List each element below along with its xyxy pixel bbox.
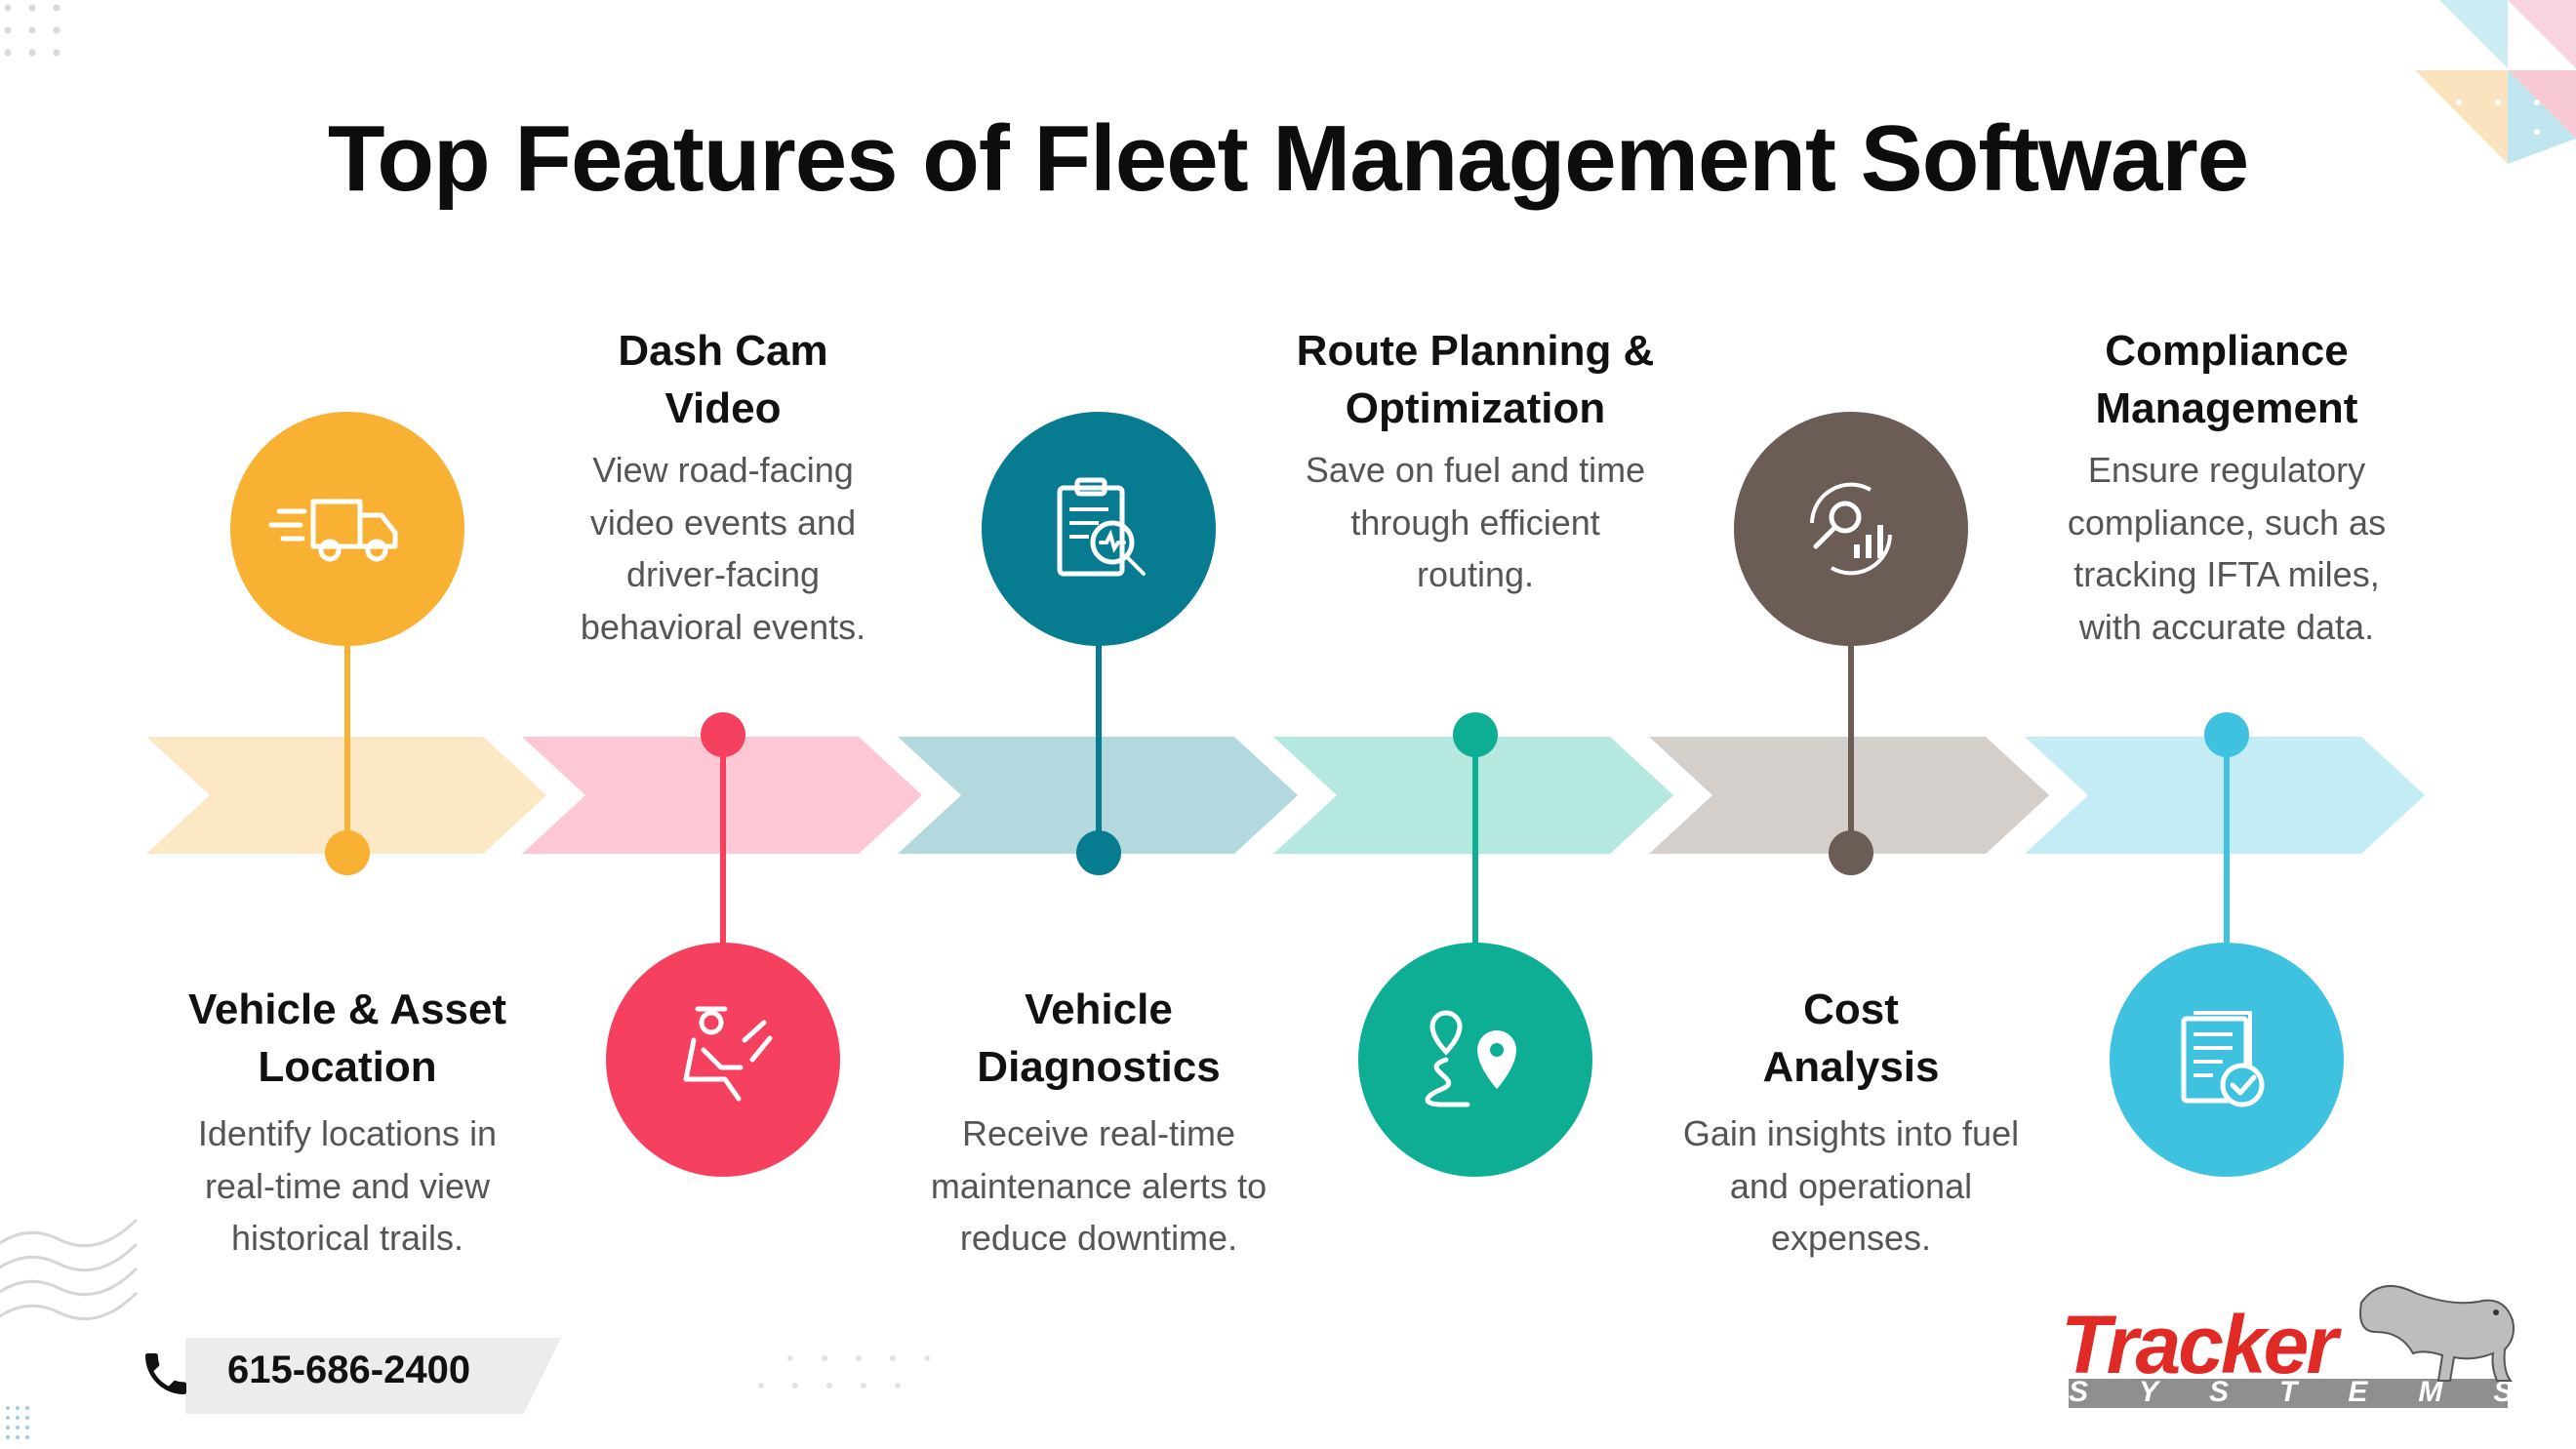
- feature-title-line: Analysis: [1762, 1043, 1940, 1091]
- feature-title-line: Compliance: [2105, 327, 2349, 375]
- feature-description-line: driver-facing: [625, 554, 821, 594]
- feature-description-line: Ensure regulatory: [2087, 450, 2366, 490]
- analytics-chart-icon: [1810, 482, 1892, 576]
- feature-icon-circle-4: [1358, 943, 1592, 1177]
- stem-dot-1: [325, 830, 370, 875]
- feature-description-1: Identify locations in real-time and view h…: [142, 1107, 552, 1265]
- feature-title-line: Video: [664, 384, 782, 432]
- feature-icon-circle-6: [2110, 943, 2344, 1177]
- feature-description-5: Gain insights into fuel and operational ex…: [1646, 1107, 2056, 1265]
- feature-icon-circle-2: [606, 943, 840, 1177]
- feature-title-4: Route Planning & Optimization: [1270, 322, 1680, 437]
- contact-band: [185, 1338, 561, 1414]
- feature-description-line: expenses.: [1770, 1218, 1932, 1258]
- feature-description-line: Identify locations in: [197, 1113, 498, 1153]
- feature-title-line: Vehicle & Asset: [187, 986, 507, 1033]
- feature-description-6: Ensure regulatory compliance, such as trac…: [2022, 444, 2432, 653]
- feature-description-line: historical trails.: [230, 1218, 464, 1258]
- delivery-truck-icon: [268, 499, 398, 562]
- feature-title-line: Location: [258, 1043, 437, 1091]
- stem-dot-3: [1076, 830, 1121, 875]
- feature-description-line: Receive real-time: [961, 1113, 1236, 1153]
- page-title: Top Features of Fleet Management Softwar…: [327, 106, 2249, 211]
- stem-dot-5: [1829, 830, 1873, 875]
- feature-description-line: tracking IFTA miles,: [2073, 554, 2380, 594]
- feature-icon-circle-1: [230, 412, 464, 646]
- feature-description-line: through efficient: [1350, 502, 1600, 543]
- stem-dot-2: [701, 712, 745, 757]
- feature-title-line: Route Planning &: [1296, 327, 1655, 375]
- decor-bottom-left-dots: [6, 1406, 29, 1439]
- feature-description-line: real-time and view: [204, 1165, 491, 1206]
- feature-title-line: Cost: [1803, 986, 1899, 1033]
- feature-title-line: Dash Cam: [618, 327, 828, 375]
- driver-seat-icon: [683, 1006, 773, 1102]
- stem-dot-6: [2204, 712, 2249, 757]
- feature-description-line: video events and: [589, 502, 857, 543]
- feature-title-line: Optimization: [1345, 384, 1606, 432]
- logo-band: [2069, 1379, 2508, 1408]
- feature-description-3: Receive real-time maintenance alerts to re…: [894, 1107, 1304, 1265]
- feature-description-line: and operational: [1729, 1165, 1973, 1206]
- feature-description-line: Gain insights into fuel: [1682, 1113, 2020, 1153]
- phone-number[interactable]: 615-686-2400: [227, 1348, 471, 1391]
- feature-description-line: routing.: [1416, 554, 1535, 594]
- decor-bottom-center-dots: [758, 1355, 930, 1389]
- decor-top-right-triangles: [2415, 0, 2576, 164]
- feature-description-line: Save on fuel and time: [1305, 450, 1646, 490]
- stem-dot-4: [1453, 712, 1498, 757]
- diagnostics-report-icon: [1057, 477, 1146, 577]
- feature-description-line: maintenance alerts to: [930, 1165, 1268, 1206]
- bloodhound-dog-icon: [2359, 1285, 2515, 1382]
- feature-description-line: with accurate data.: [2078, 606, 2375, 647]
- feature-description-line: compliance, such as: [2067, 502, 2387, 543]
- decor-bottom-left-waves: [0, 1218, 139, 1321]
- decor-top-left-dots: [4, 4, 60, 57]
- route-pins-icon: [1425, 1010, 1516, 1107]
- feature-description-line: reduce downtime.: [959, 1218, 1238, 1258]
- logo-wordmark: Tracker: [2061, 1299, 2338, 1390]
- feature-title-line: Diagnostics: [977, 1043, 1221, 1091]
- feature-description-4: Save on fuel and time through efficient ro…: [1270, 444, 1680, 601]
- feature-title-line: Vehicle: [1025, 986, 1173, 1033]
- feature-title-line: Management: [2095, 384, 2358, 432]
- feature-description-line: View road-facing: [592, 450, 854, 490]
- phone-icon: [145, 1353, 186, 1394]
- feature-description-line: behavioral events.: [580, 606, 866, 647]
- compliance-document-icon: [2181, 1011, 2265, 1107]
- feature-description-2: View road-facing video events and driver-f…: [518, 444, 928, 653]
